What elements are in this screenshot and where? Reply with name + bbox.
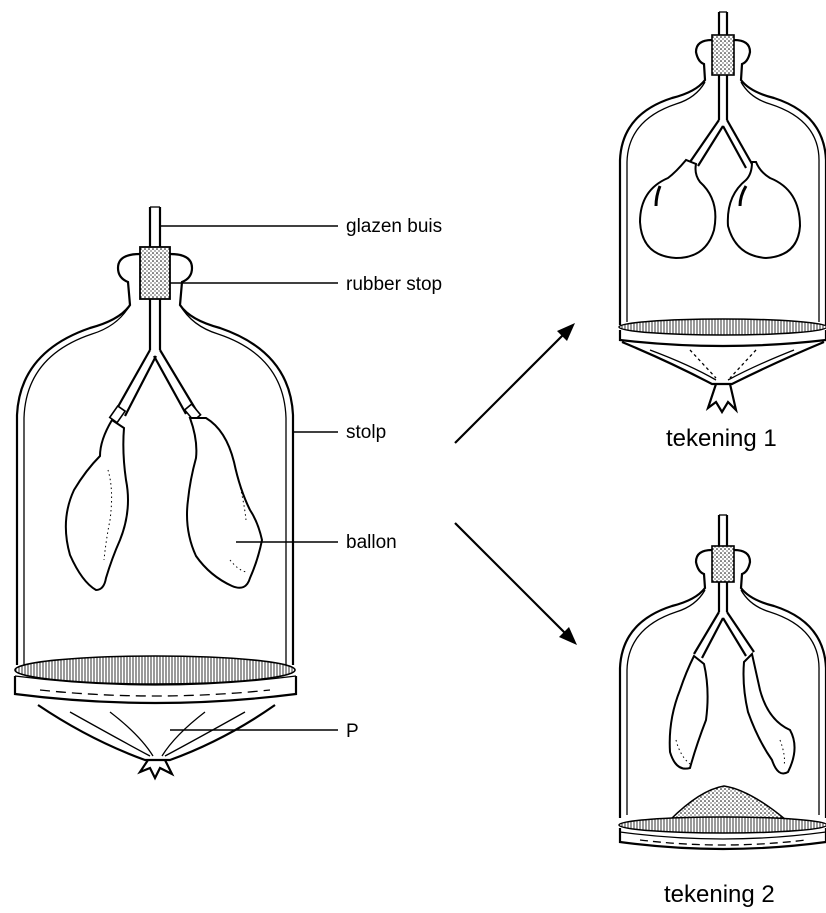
arrow-to-drawing-1 — [455, 323, 575, 443]
label-membrane: P — [346, 721, 359, 742]
caption-drawing-2: tekening 2 — [664, 881, 775, 908]
base-ring — [15, 656, 296, 703]
caption-drawing-1: tekening 1 — [666, 425, 777, 452]
label-bell-jar: stolp — [346, 422, 386, 443]
drawing-2-apparatus — [619, 515, 826, 849]
label-balloon: ballon — [346, 532, 397, 553]
rubber-stopper — [140, 247, 170, 299]
drawing-1-apparatus — [619, 12, 826, 412]
balloons — [66, 404, 262, 590]
main-apparatus: glazen buis rubber stop stolp ballon P — [15, 207, 442, 778]
arrow-to-drawing-2 — [455, 523, 577, 645]
label-rubber-stopper: rubber stop — [346, 274, 442, 295]
rubber-membrane — [38, 705, 275, 778]
label-glass-tube: glazen buis — [346, 216, 442, 237]
